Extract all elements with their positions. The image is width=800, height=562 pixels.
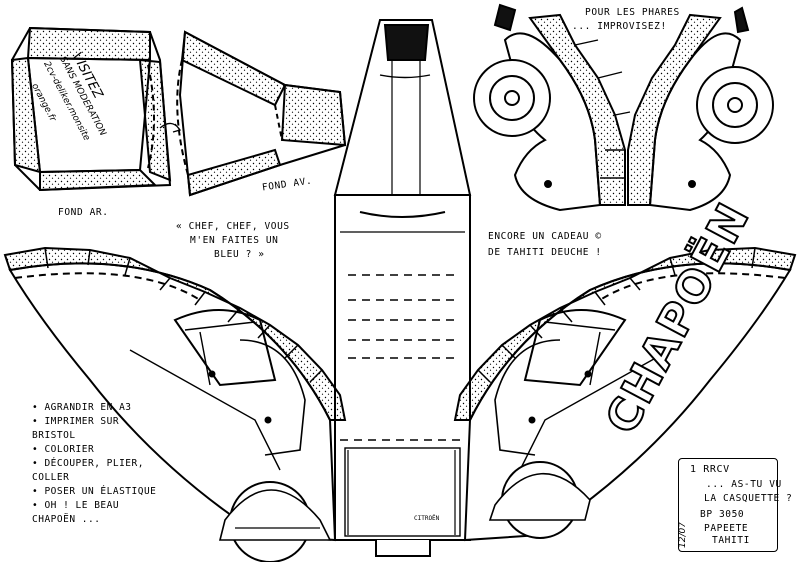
chef-quote-line2: M'EN FAITES UN	[190, 235, 279, 246]
instruction-step: • OH ! LE BEAU	[32, 500, 120, 511]
instruction-step: • COLORIER	[32, 444, 95, 455]
chef-quote-line1: « CHEF, CHEF, VOUS	[176, 221, 290, 232]
fold-arrow-icon	[159, 122, 182, 133]
headlight-note-line2: ... IMPROVISEZ!	[572, 21, 667, 32]
car-side-right	[453, 246, 797, 542]
instruction-step: • POSER UN ÉLASTIQUE	[32, 486, 157, 497]
fond-ar-piece	[10, 26, 172, 192]
stamp-line5: PAPEETE	[704, 523, 749, 534]
stamp-line4: BP 3050	[700, 509, 745, 520]
instruction-step: COLLER	[32, 472, 70, 483]
instruction-step: • DÉCOUPER, PLIER,	[32, 458, 144, 469]
stamp-line2: ... AS-TU VU	[706, 479, 782, 490]
cadeau-line2: DE TAHITI DEUCHE !	[488, 247, 602, 258]
fond-ar-label: FOND AR.	[58, 207, 109, 218]
headlight-left-piece	[473, 3, 631, 212]
stamp-line6: TAHITI	[712, 535, 750, 546]
instruction-step: • IMPRIMER SUR	[32, 416, 120, 427]
cadeau-line1: ENCORE UN CADEAU ©	[488, 231, 602, 242]
instructions-list: • AGRANDIR EN A3 • IMPRIMER SUR BRISTOL …	[32, 402, 156, 528]
stamp-line1: 1 RRCV	[690, 464, 730, 475]
instruction-step: • AGRANDIR EN A3	[32, 402, 132, 413]
instruction-step: CHAPOËN ...	[32, 514, 101, 525]
hood-badge: CITROËN	[414, 515, 440, 522]
fond-av-piece	[176, 30, 347, 197]
car-side-left	[3, 246, 347, 562]
headlight-note-line1: POUR LES PHARES	[585, 7, 680, 18]
date-text: 12/07	[678, 522, 688, 548]
chef-quote-line3: BLEU ? »	[214, 249, 265, 260]
stamp-line3: LA CASQUETTE ?	[704, 493, 793, 504]
address-stamp	[678, 458, 778, 552]
headlight-right-piece	[627, 6, 774, 212]
hood-strip-piece	[333, 19, 472, 557]
instruction-step: BRISTOL	[32, 430, 76, 441]
